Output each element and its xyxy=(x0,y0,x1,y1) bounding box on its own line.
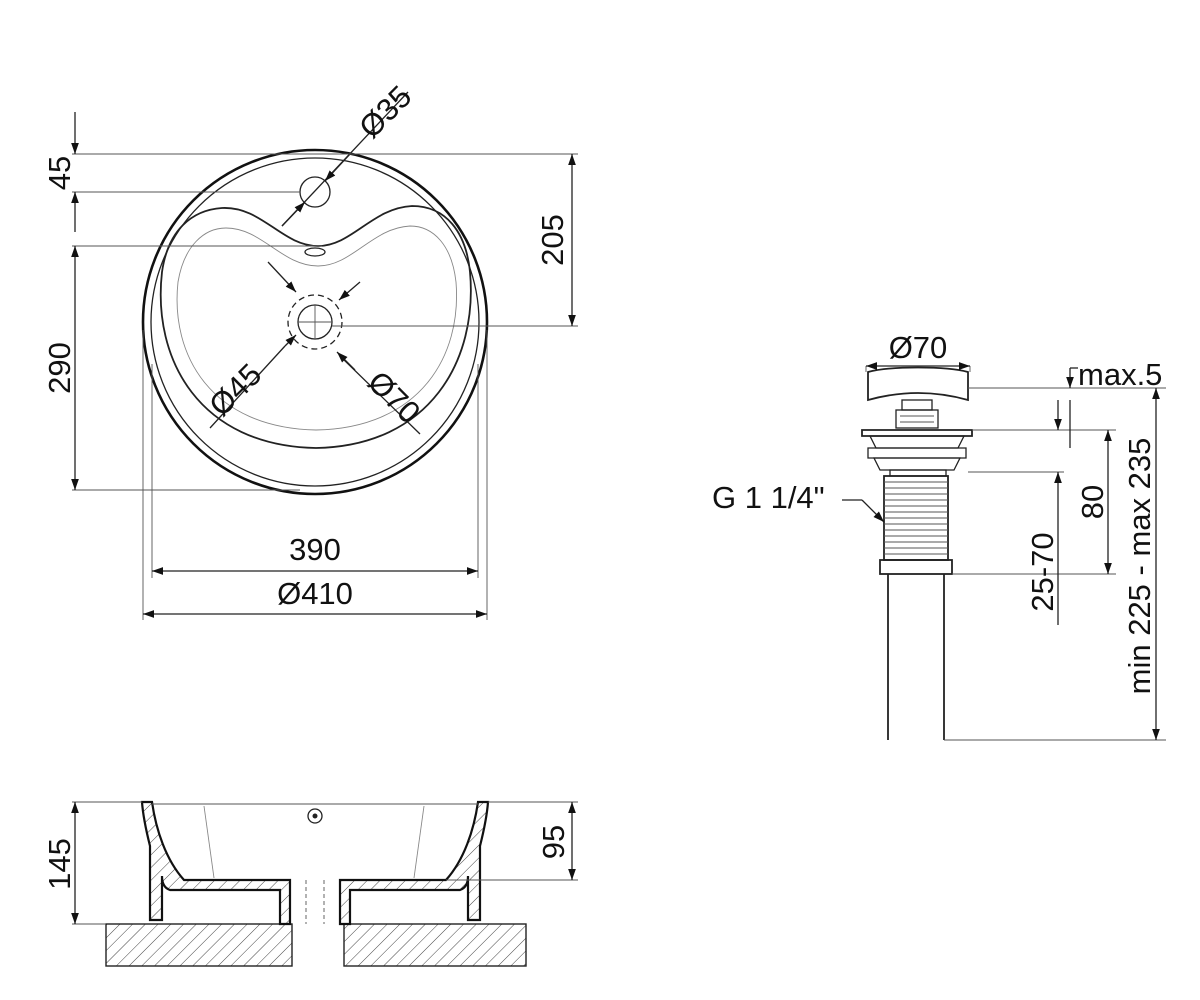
drain-outer-ring xyxy=(287,294,343,350)
dim-cap-diameter: Ø70 xyxy=(889,330,948,365)
drain-flange xyxy=(861,429,973,437)
drain-thread-lines xyxy=(884,481,948,555)
side-view: 145 95 xyxy=(42,800,578,967)
dim-total-length: min 225 - max 235 xyxy=(1122,438,1157,695)
countertop-right xyxy=(343,923,527,967)
side-tap-hole xyxy=(307,808,323,824)
drain-tailpiece xyxy=(887,574,945,740)
dim-center-from-top: 205 xyxy=(535,214,570,266)
dim-drain-inner: Ø70 xyxy=(361,364,427,430)
dim-tap-hole-diameter: Ø35 xyxy=(352,79,418,145)
basin-rim-inner-edge xyxy=(150,157,480,487)
drain-nut xyxy=(879,559,953,575)
dim-line-drain-outer xyxy=(209,345,286,429)
basin-wall-right xyxy=(338,800,490,926)
dim-cap-gap: max.5 xyxy=(1078,357,1162,392)
countertop-left xyxy=(105,923,293,967)
bowl-outline xyxy=(159,205,472,449)
dim-body-length: 80 xyxy=(1075,485,1110,519)
drain-stem xyxy=(901,399,933,411)
dim-thread-size: G 1 1/4" xyxy=(712,480,825,515)
bowl-inner-contour xyxy=(176,225,458,431)
drain-cap xyxy=(867,366,969,402)
overflow-slot xyxy=(304,247,326,257)
basin-wall-left xyxy=(140,800,292,926)
inner-contour-right xyxy=(413,805,425,879)
drain-spring-housing xyxy=(895,409,939,429)
top-view: Ø35 45 205 290 Ø45 Ø70 390 xyxy=(42,79,578,620)
dim-total-height: 145 xyxy=(42,838,77,890)
dim-inner-width: 390 xyxy=(289,532,341,567)
dim-tap-offset: 45 xyxy=(42,156,77,190)
inner-contour-left xyxy=(203,805,215,879)
drain-view: Ø70 max.5 80 25-70 min 225 - max 235 G 1… xyxy=(712,330,1166,741)
dim-outer-diameter: Ø410 xyxy=(277,576,353,611)
basin-outer-rim xyxy=(141,148,489,496)
dim-adjust-range: 25-70 xyxy=(1025,532,1060,611)
dim-bowl-depth: 290 xyxy=(42,342,77,394)
dim-bowl-height: 95 xyxy=(536,825,571,859)
